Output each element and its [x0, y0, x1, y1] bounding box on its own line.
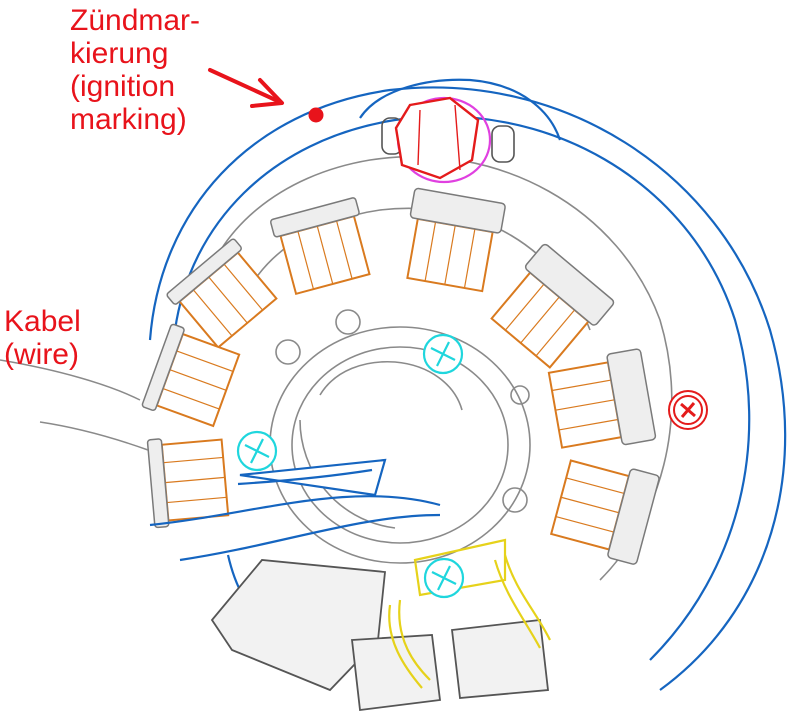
ignition-label-line: (ignition [70, 70, 176, 103]
dot-marker-icon [308, 107, 324, 123]
cable-lines [0, 359, 149, 451]
coil-pole [490, 243, 615, 369]
connector-blocks [210, 559, 549, 712]
wire-label: Kabel (wire) [4, 305, 81, 371]
coil-pole [146, 438, 230, 529]
hex-bolt-icon [381, 96, 515, 184]
coil-pole [141, 323, 241, 428]
phillips-screw-icon [422, 333, 464, 375]
wire-bundle [149, 458, 441, 562]
coil-poles [141, 187, 660, 565]
ignition-label-line: Zündmar- [70, 4, 201, 37]
phillips-screw-icon [668, 390, 708, 430]
wire-label-line: (wire) [4, 338, 79, 371]
ignition-label-line: marking) [70, 103, 187, 136]
coil-pole [270, 197, 371, 296]
rotor-outline [148, 78, 787, 691]
phillips-screw-icon [236, 430, 278, 472]
coil-pole [549, 459, 660, 565]
yellow-leads [388, 538, 551, 689]
coil-pole [166, 238, 278, 349]
wire-label-line: Kabel [4, 305, 81, 338]
coil-pole [547, 348, 657, 449]
arrow-icon [208, 68, 284, 108]
coil-pole [406, 187, 506, 293]
phillips-screw-icon [423, 557, 465, 599]
ignition-marking-label: Zündmar- kierung (ignition marking) [70, 4, 200, 136]
ignition-label-line: kierung [70, 37, 169, 70]
